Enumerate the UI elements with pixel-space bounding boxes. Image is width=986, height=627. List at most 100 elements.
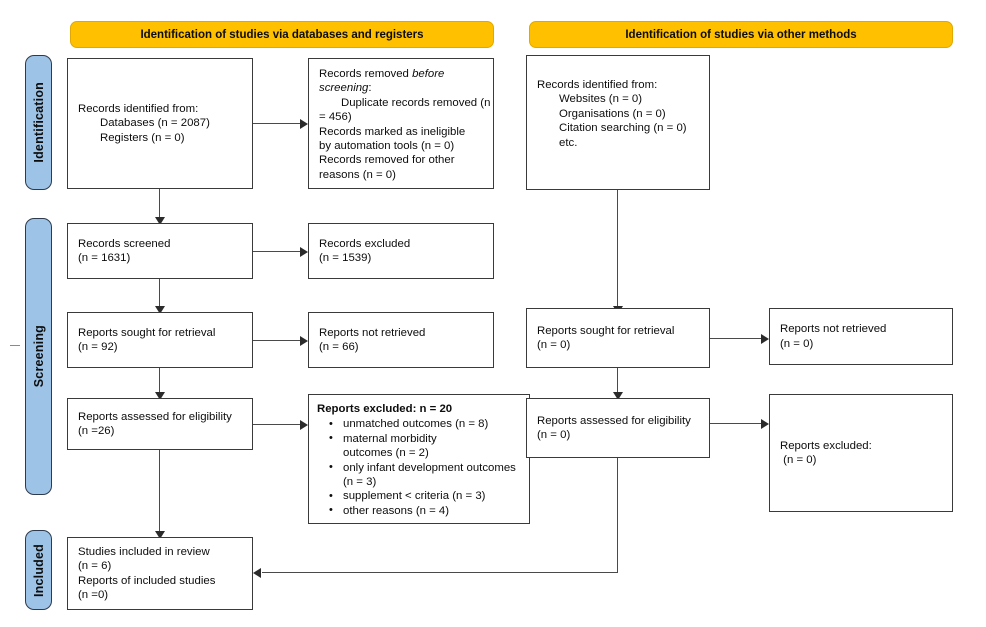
connector-sought-to-assessed-right — [617, 368, 619, 393]
connector-sought-to-not-retrieved-left — [253, 340, 300, 342]
reports-excluded-title: Reports excluded: n = 20 — [317, 403, 453, 415]
reports-assessed-right-line1: Reports assessed for eligibility — [537, 414, 691, 427]
reports-assessed-left-line1: Reports assessed for eligibility — [78, 410, 232, 423]
box-reports-excluded-detail: Reports excluded: n = 20 unmatched outco… — [308, 394, 530, 524]
reports-not-retrieved-right-line1: Reports not retrieved — [780, 323, 887, 336]
records-identified-line2: Databases (n = 2087) — [100, 117, 210, 130]
arrow-identified-to-removed — [300, 118, 308, 129]
connector-identified-other-to-sought — [617, 190, 619, 307]
list-item: only infant development outcomes — [329, 460, 521, 475]
list-item: maternal morbidity — [329, 431, 521, 446]
reports-sought-left-line2: (n = 92) — [78, 341, 118, 353]
banner-other-methods-label: Identification of studies via other meth… — [625, 28, 857, 41]
banner-databases-registers: Identification of studies via databases … — [70, 21, 494, 48]
arrow-assessed-to-excluded-left — [300, 419, 308, 430]
reports-sought-left-line1: Reports sought for retrieval — [78, 326, 216, 339]
reports-assessed-left-line2: (n =26) — [78, 425, 115, 437]
arrow-right-assessed-to-included — [253, 568, 261, 578]
list-item-cont: (n = 3) — [343, 476, 377, 489]
records-identified-other-line3: Organisations (n = 0) — [559, 107, 666, 120]
stage-tab-identification[interactable]: Identification — [25, 55, 52, 190]
records-screened-line1: Records screened — [78, 237, 171, 250]
connector-sought-to-assessed-left — [159, 368, 161, 393]
records-screened-line2: (n = 1631) — [78, 252, 131, 264]
studies-included-line4: (n =0) — [78, 588, 109, 601]
arrow-screened-to-sought — [155, 306, 165, 314]
studies-included-line1: Studies included in review — [78, 545, 210, 558]
records-identified-other-line1: Records identified from: — [537, 79, 658, 91]
box-reports-assessed-left: Reports assessed for eligibility (n =26) — [67, 398, 253, 450]
banner-databases-registers-label: Identification of studies via databases … — [140, 28, 424, 41]
connector-identified-to-screened — [159, 189, 161, 218]
banner-other-methods: Identification of studies via other meth… — [529, 21, 953, 48]
box-reports-sought-left: Reports sought for retrieval (n = 92) — [67, 312, 253, 368]
records-removed-line1-italic: before — [412, 68, 445, 80]
arrow-screened-to-excluded — [300, 246, 308, 257]
box-records-excluded: Records excluded (n = 1539) — [308, 223, 494, 279]
reports-excluded-reason-list: unmatched outcomes (n = 8) maternal morb… — [317, 417, 521, 518]
list-item: unmatched outcomes (n = 8) — [329, 417, 521, 432]
reports-assessed-right-line2: (n = 0) — [537, 429, 571, 441]
records-identified-other-line2: Websites (n = 0) — [559, 93, 643, 106]
box-reports-sought-right: Reports sought for retrieval (n = 0) — [526, 308, 710, 368]
connector-assessed-to-excluded-right — [710, 423, 761, 425]
box-records-identified-other: Records identified from: Websites (n = 0… — [526, 55, 710, 190]
records-removed-line6: by automation tools (n = 0) — [319, 140, 455, 153]
records-removed-line1: Records removed before — [319, 67, 483, 81]
records-removed-line3: Duplicate records removed (n — [341, 96, 491, 109]
connector-screened-to-excluded — [253, 251, 300, 253]
reports-excluded-right-line2: (n = 0) — [780, 454, 817, 466]
connector-identified-to-removed — [253, 123, 300, 125]
arrow-assessed-to-excluded-right — [761, 418, 769, 429]
connector-sought-to-not-retrieved-right — [710, 338, 761, 340]
box-records-identified-databases: Records identified from: Databases (n = … — [67, 58, 253, 189]
reports-not-retrieved-right-line2: (n = 0) — [780, 337, 814, 350]
reports-sought-right-line2: (n = 0) — [537, 339, 571, 351]
arrow-sought-to-assessed-right — [613, 392, 623, 400]
connector-screened-to-sought — [159, 279, 161, 307]
box-reports-excluded-right: Reports excluded: (n = 0) — [769, 394, 953, 512]
stage-tab-identification-label: Identification — [31, 82, 46, 163]
connector-assessed-to-excluded-left — [253, 424, 300, 426]
stage-tab-included-label: Included — [31, 543, 46, 597]
records-removed-line2: screening: — [319, 81, 483, 95]
records-removed-line1-text: Records removed — [319, 68, 413, 80]
box-reports-not-retrieved-left: Reports not retrieved (n = 66) — [308, 312, 494, 368]
records-identified-other-line4: Citation searching (n = 0) — [559, 122, 687, 135]
box-records-screened: Records screened (n = 1631) — [67, 223, 253, 279]
reports-excluded-right-line1: Reports excluded: — [780, 439, 872, 452]
stage-tab-included[interactable]: Included — [25, 530, 52, 610]
studies-included-line2: (n = 6) — [78, 560, 112, 573]
records-removed-line2-tail: : — [368, 82, 372, 95]
reports-sought-right-line1: Reports sought for retrieval — [537, 324, 675, 337]
records-removed-line2-italic: screening — [319, 82, 369, 95]
list-item-cont: outcomes (n = 2) — [343, 447, 429, 460]
records-removed-line5: Records marked as ineligible — [319, 125, 466, 138]
records-removed-line8: reasons (n = 0) — [319, 168, 396, 181]
records-identified-line1: Records identified from: — [78, 102, 199, 115]
records-identified-other-line5: etc. — [559, 136, 578, 149]
records-removed-line4: = 456) — [319, 111, 352, 124]
stage-divider-tick — [10, 345, 20, 347]
list-item: other reasons (n = 4) — [329, 503, 521, 518]
arrow-assessed-to-included — [155, 531, 165, 539]
arrow-sought-to-assessed-left — [155, 392, 165, 400]
records-excluded-line2: (n = 1539) — [319, 252, 372, 264]
box-records-removed-before-screening: Records removed before screening: Duplic… — [308, 58, 494, 189]
studies-included-line3: Reports of included studies — [78, 574, 216, 587]
connector-right-assessed-elbow-vertical — [617, 458, 619, 573]
records-removed-line7: Records removed for other — [319, 154, 455, 167]
connector-assessed-to-included — [159, 450, 161, 532]
stage-tab-screening-label: Screening — [31, 325, 46, 388]
stage-tab-screening[interactable]: Screening — [25, 218, 52, 495]
box-studies-included: Studies included in review (n = 6) Repor… — [67, 537, 253, 610]
records-excluded-line1: Records excluded — [319, 237, 411, 250]
arrow-identified-to-screened — [155, 217, 165, 225]
box-reports-assessed-right: Reports assessed for eligibility (n = 0) — [526, 398, 710, 458]
connector-right-assessed-elbow-horizontal — [262, 572, 618, 574]
list-item: supplement < criteria (n = 3) — [329, 489, 521, 504]
records-identified-line3: Registers (n = 0) — [100, 131, 185, 144]
box-reports-not-retrieved-right: Reports not retrieved (n = 0) — [769, 308, 953, 365]
arrow-sought-to-not-retrieved-left — [300, 335, 308, 346]
